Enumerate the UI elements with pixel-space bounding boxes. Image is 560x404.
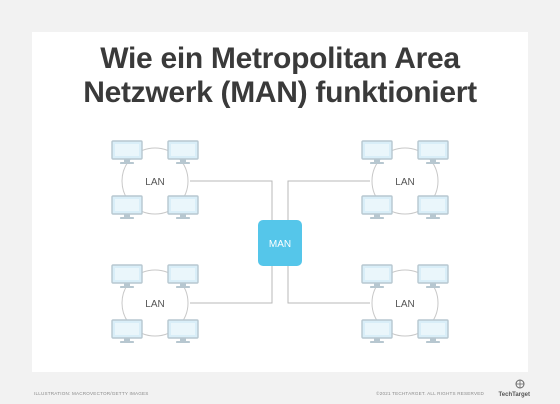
title-line-2: Netzwerk (MAN) funktioniert [83,76,477,109]
monitor-icon [417,195,449,220]
link-top-left [190,180,273,220]
techtarget-logo-icon [515,379,525,389]
monitor-icon [361,140,393,165]
lan-label: LAN [395,177,414,188]
lan-bottom-left: LAN [111,264,199,344]
monitor-icon [417,140,449,165]
monitor-icon [417,319,449,344]
monitor-icon [111,264,143,289]
monitor-icon [111,140,143,165]
monitor-icon [111,319,143,344]
monitor-icon [361,264,393,289]
monitor-icon [167,195,199,220]
lan-ring [371,147,439,215]
link-bottom-right [287,266,370,304]
monitor-icon [361,319,393,344]
monitor-icon [361,195,393,220]
title-line-1: Wie ein Metropolitan Area [100,42,460,75]
lan-top-right: LAN [361,140,449,220]
copyright-notice: ©2021 TECHTARGET. ALL RIGHTS RESERVED [376,391,484,396]
link-top-right [287,180,370,220]
lan-ring [121,147,189,215]
hub-label: MAN [269,239,291,250]
monitor-icon [167,140,199,165]
monitor-icon [111,195,143,220]
diagram-title: Wie ein Metropolitan Area Netzwerk (MAN)… [0,42,560,110]
connection-lines [190,180,370,304]
monitor-icon [417,264,449,289]
lan-ring [121,269,189,337]
brand-logo-text: TechTarget [498,392,530,398]
lan-top-left: LAN [111,140,199,220]
man-hub: MAN [258,220,302,266]
lan-bottom-right: LAN [361,264,449,344]
monitor-icon [167,264,199,289]
lan-label: LAN [395,299,414,310]
illustration-credit: ILLUSTRATION: MACROVECTOR/GETTY IMAGES [34,391,149,396]
link-bottom-left [190,266,273,304]
lan-ring [371,269,439,337]
monitor-icon [167,319,199,344]
lan-label: LAN [145,177,164,188]
lan-label: LAN [145,299,164,310]
